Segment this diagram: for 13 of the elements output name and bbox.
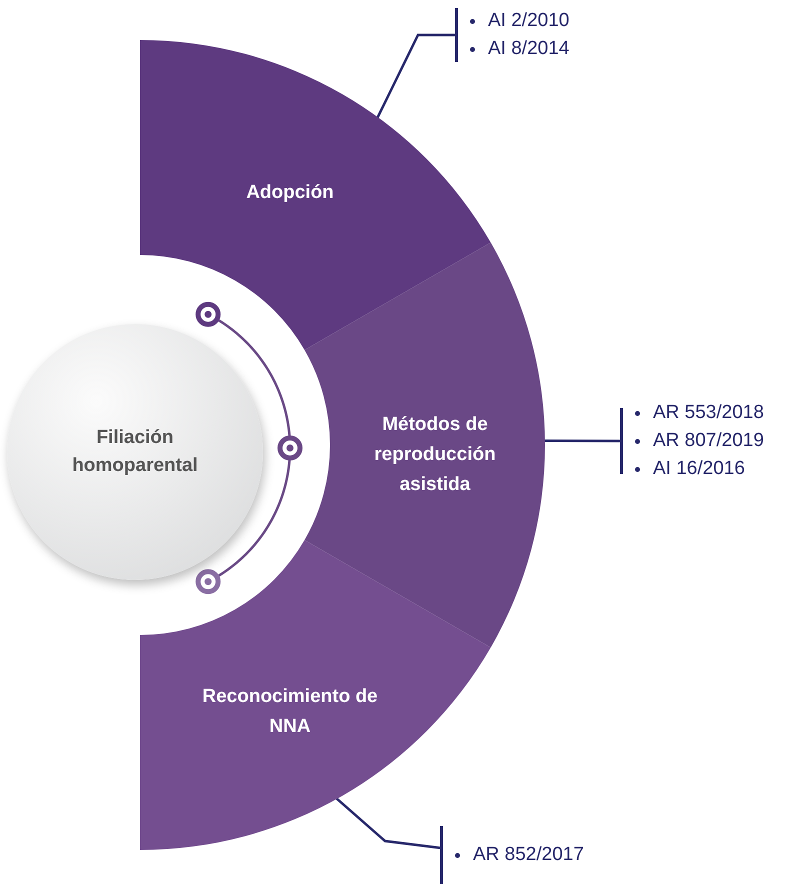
leader-line [542, 440, 621, 442]
segment-label: Métodos de reproducción asistida [373, 413, 497, 497]
list-item: AI 16/2016 [635, 455, 788, 483]
leader-line [376, 34, 456, 120]
list-item: AR 553/2018 [635, 399, 788, 427]
segment-label: Reconocimiento de NNA [201, 685, 379, 739]
leader-line [334, 796, 442, 850]
list-item: AR 852/2017 [455, 841, 610, 869]
list-item: AR 807/2019 [635, 427, 788, 455]
list-item: AI 2/2010 [470, 7, 605, 35]
segment-label: Adopción [245, 181, 335, 205]
list-item: AI 8/2014 [470, 35, 605, 63]
center-label: Filiación homoparental [71, 426, 199, 478]
